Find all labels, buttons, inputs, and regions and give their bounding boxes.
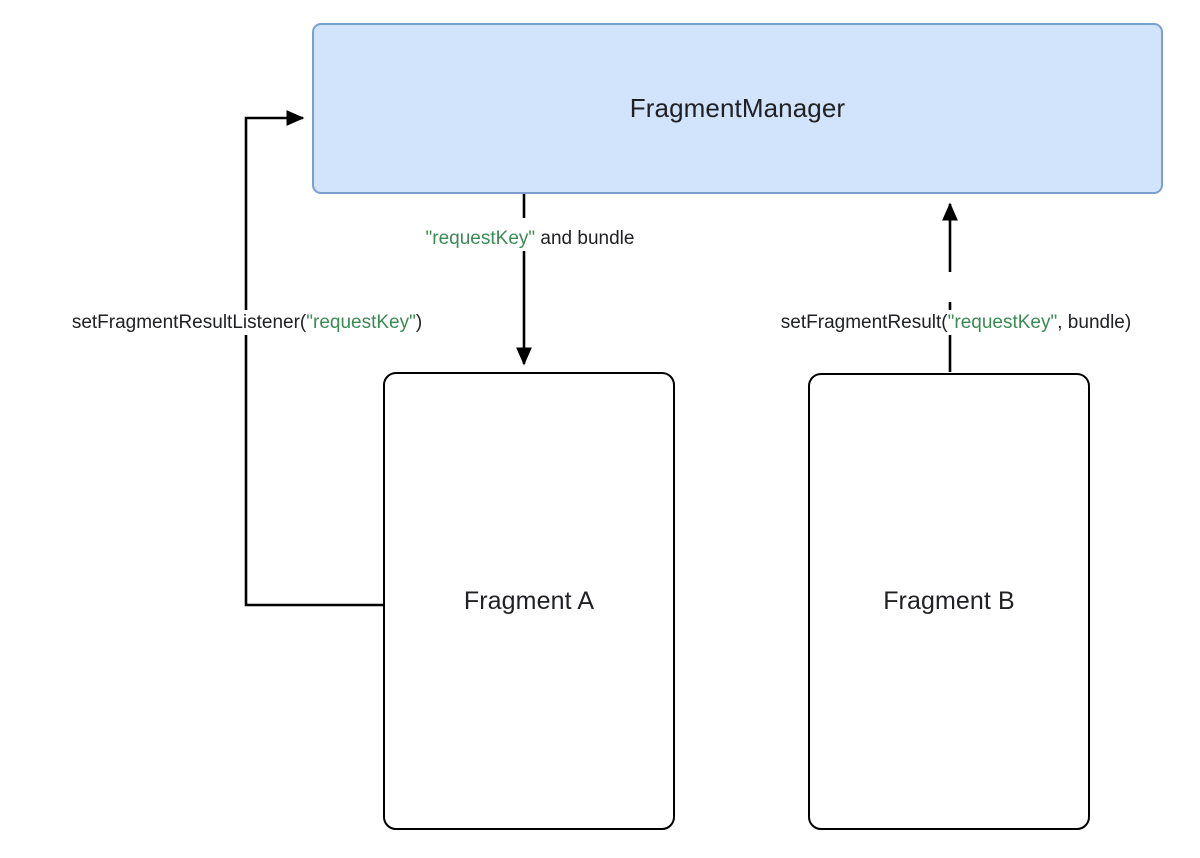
- node-fragment-manager-label: FragmentManager: [629, 93, 846, 123]
- node-fragment-b-label: Fragment B: [883, 587, 1015, 615]
- node-fragment-a[interactable]: Fragment A: [383, 372, 675, 830]
- edge-label-result: setFragmentResult("requestKey", bundle): [775, 310, 1137, 335]
- edge-label-listener-prefix: setFragmentResultListener(: [71, 312, 307, 333]
- edge-label-deliver-key: "requestKey": [425, 228, 536, 249]
- edge-label-listener: setFragmentResultListener("requestKey"): [66, 310, 428, 335]
- edge-label-result-prefix: setFragmentResult(: [780, 312, 948, 333]
- node-fragment-a-label: Fragment A: [463, 586, 595, 615]
- edge-label-result-key: "requestKey": [947, 312, 1058, 333]
- edge-label-listener-key: "requestKey": [306, 312, 416, 333]
- node-fragment-manager[interactable]: FragmentManager: [312, 23, 1163, 194]
- node-fragment-b[interactable]: Fragment B: [808, 373, 1090, 830]
- edge-label-deliver: "requestKey" and bundle: [420, 226, 640, 251]
- edge-label-deliver-suffix: and bundle: [535, 228, 635, 249]
- edge-label-listener-suffix: ): [415, 312, 423, 333]
- edge-label-result-suffix: , bundle): [1057, 312, 1132, 333]
